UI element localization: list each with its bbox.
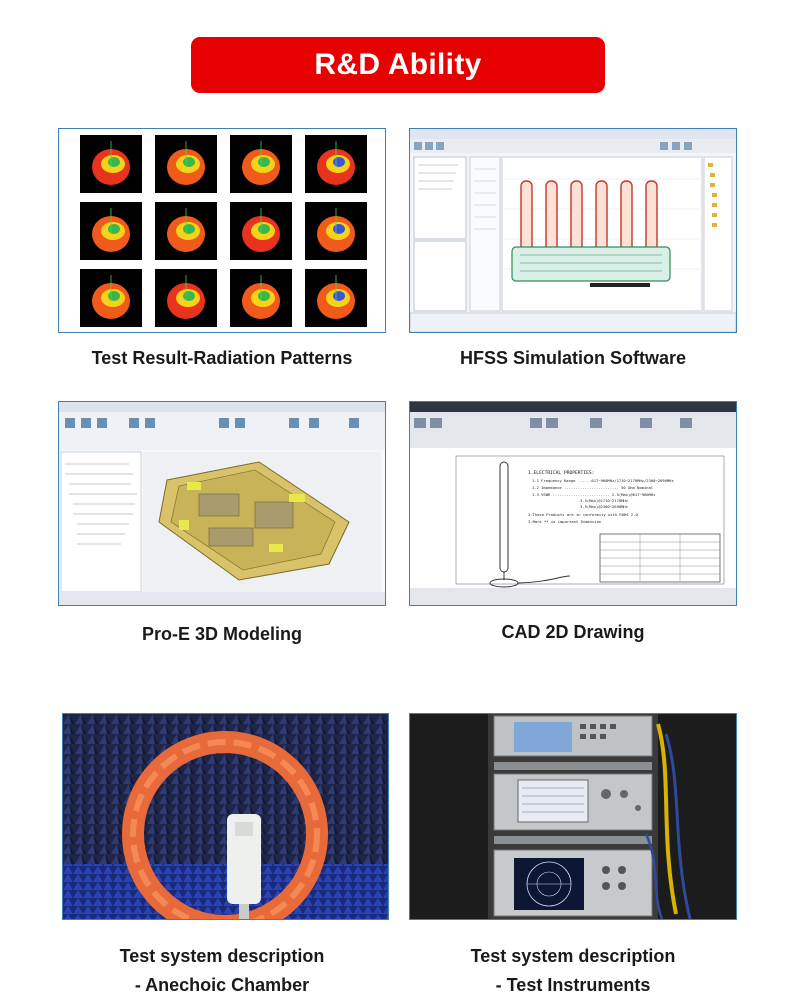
radiation-patterns-panel [58, 128, 386, 333]
hfss-caption-text: HFSS Simulation Software [459, 348, 687, 368]
proe-caption: Pro-E 3D Modeling [40, 620, 404, 649]
anechoic-caption-line2: - Anechoic Chamber [134, 975, 310, 995]
rd-ability-banner: R&D Ability [191, 37, 605, 93]
cad-drawing-image: 1.ELECTRICAL PROPERTIES: 1.1 Frequency R… [410, 402, 736, 605]
radiation-pattern-thumbnail [80, 269, 142, 327]
radiation-pattern-thumbnail [155, 202, 217, 260]
radiation-patterns-caption-text: Test Result-Radiation Patterns [91, 348, 353, 368]
test-instruments-photo [410, 714, 736, 919]
radiation-pattern-thumbnail [230, 202, 292, 260]
proe-panel [58, 401, 386, 606]
anechoic-chamber-photo [63, 714, 388, 919]
cad-spec-line: 1.1 Frequency Range ......617~960MHz/171… [532, 478, 674, 483]
proe-screenshot-image [59, 402, 385, 605]
proe-caption-text: Pro-E 3D Modeling [141, 624, 302, 644]
instruments-caption-line1: Test system description [470, 946, 676, 966]
radiation-pattern-thumbnail [155, 269, 217, 327]
cad-spec-line: 1.2 Impedance ........................ 5… [532, 485, 653, 490]
cad-spec-line: 3.Mark ** is important Dimension [528, 519, 601, 524]
anechoic-chamber-caption: Test system description - Anechoic Chamb… [40, 942, 404, 1000]
banner-title: R&D Ability [314, 48, 482, 81]
radiation-pattern-thumbnail [230, 269, 292, 327]
cad-spec-line: 3.5(Max)@1710~2170MHz [580, 498, 628, 503]
hfss-caption: HFSS Simulation Software [392, 344, 754, 373]
cad-caption-text: CAD 2D Drawing [501, 622, 645, 642]
radiation-pattern-thumbnail [80, 135, 142, 193]
cad-panel: 1.ELECTRICAL PROPERTIES: 1.1 Frequency R… [409, 401, 737, 606]
radiation-pattern-thumbnail [230, 135, 292, 193]
cad-spec-line: 1.3 VSWR ......................... 2.5(M… [532, 492, 655, 497]
anechoic-caption-line1: Test system description [119, 946, 325, 966]
cad-spec-line: 2.These Products are in conformity with … [528, 512, 638, 517]
hfss-panel [409, 128, 737, 333]
radiation-patterns-image [59, 129, 385, 332]
instruments-caption-line2: - Test Instruments [495, 975, 651, 995]
cad-spec-heading: 1.ELECTRICAL PROPERTIES: [528, 470, 594, 476]
radiation-pattern-thumbnail [305, 202, 367, 260]
radiation-patterns-caption: Test Result-Radiation Patterns [40, 344, 404, 373]
test-instruments-caption: Test system description - Test Instrumen… [392, 942, 754, 1000]
test-instruments-panel [409, 713, 737, 920]
anechoic-chamber-panel [62, 713, 389, 920]
radiation-pattern-thumbnail [155, 135, 217, 193]
radiation-pattern-thumbnail [80, 202, 142, 260]
cad-caption: CAD 2D Drawing [392, 618, 754, 647]
hfss-screenshot-image [410, 129, 736, 332]
radiation-pattern-thumbnail [305, 269, 367, 327]
radiation-pattern-thumbnail [305, 135, 367, 193]
cad-spec-line: 3.5(Max)@2300~2690MHz [580, 504, 628, 509]
